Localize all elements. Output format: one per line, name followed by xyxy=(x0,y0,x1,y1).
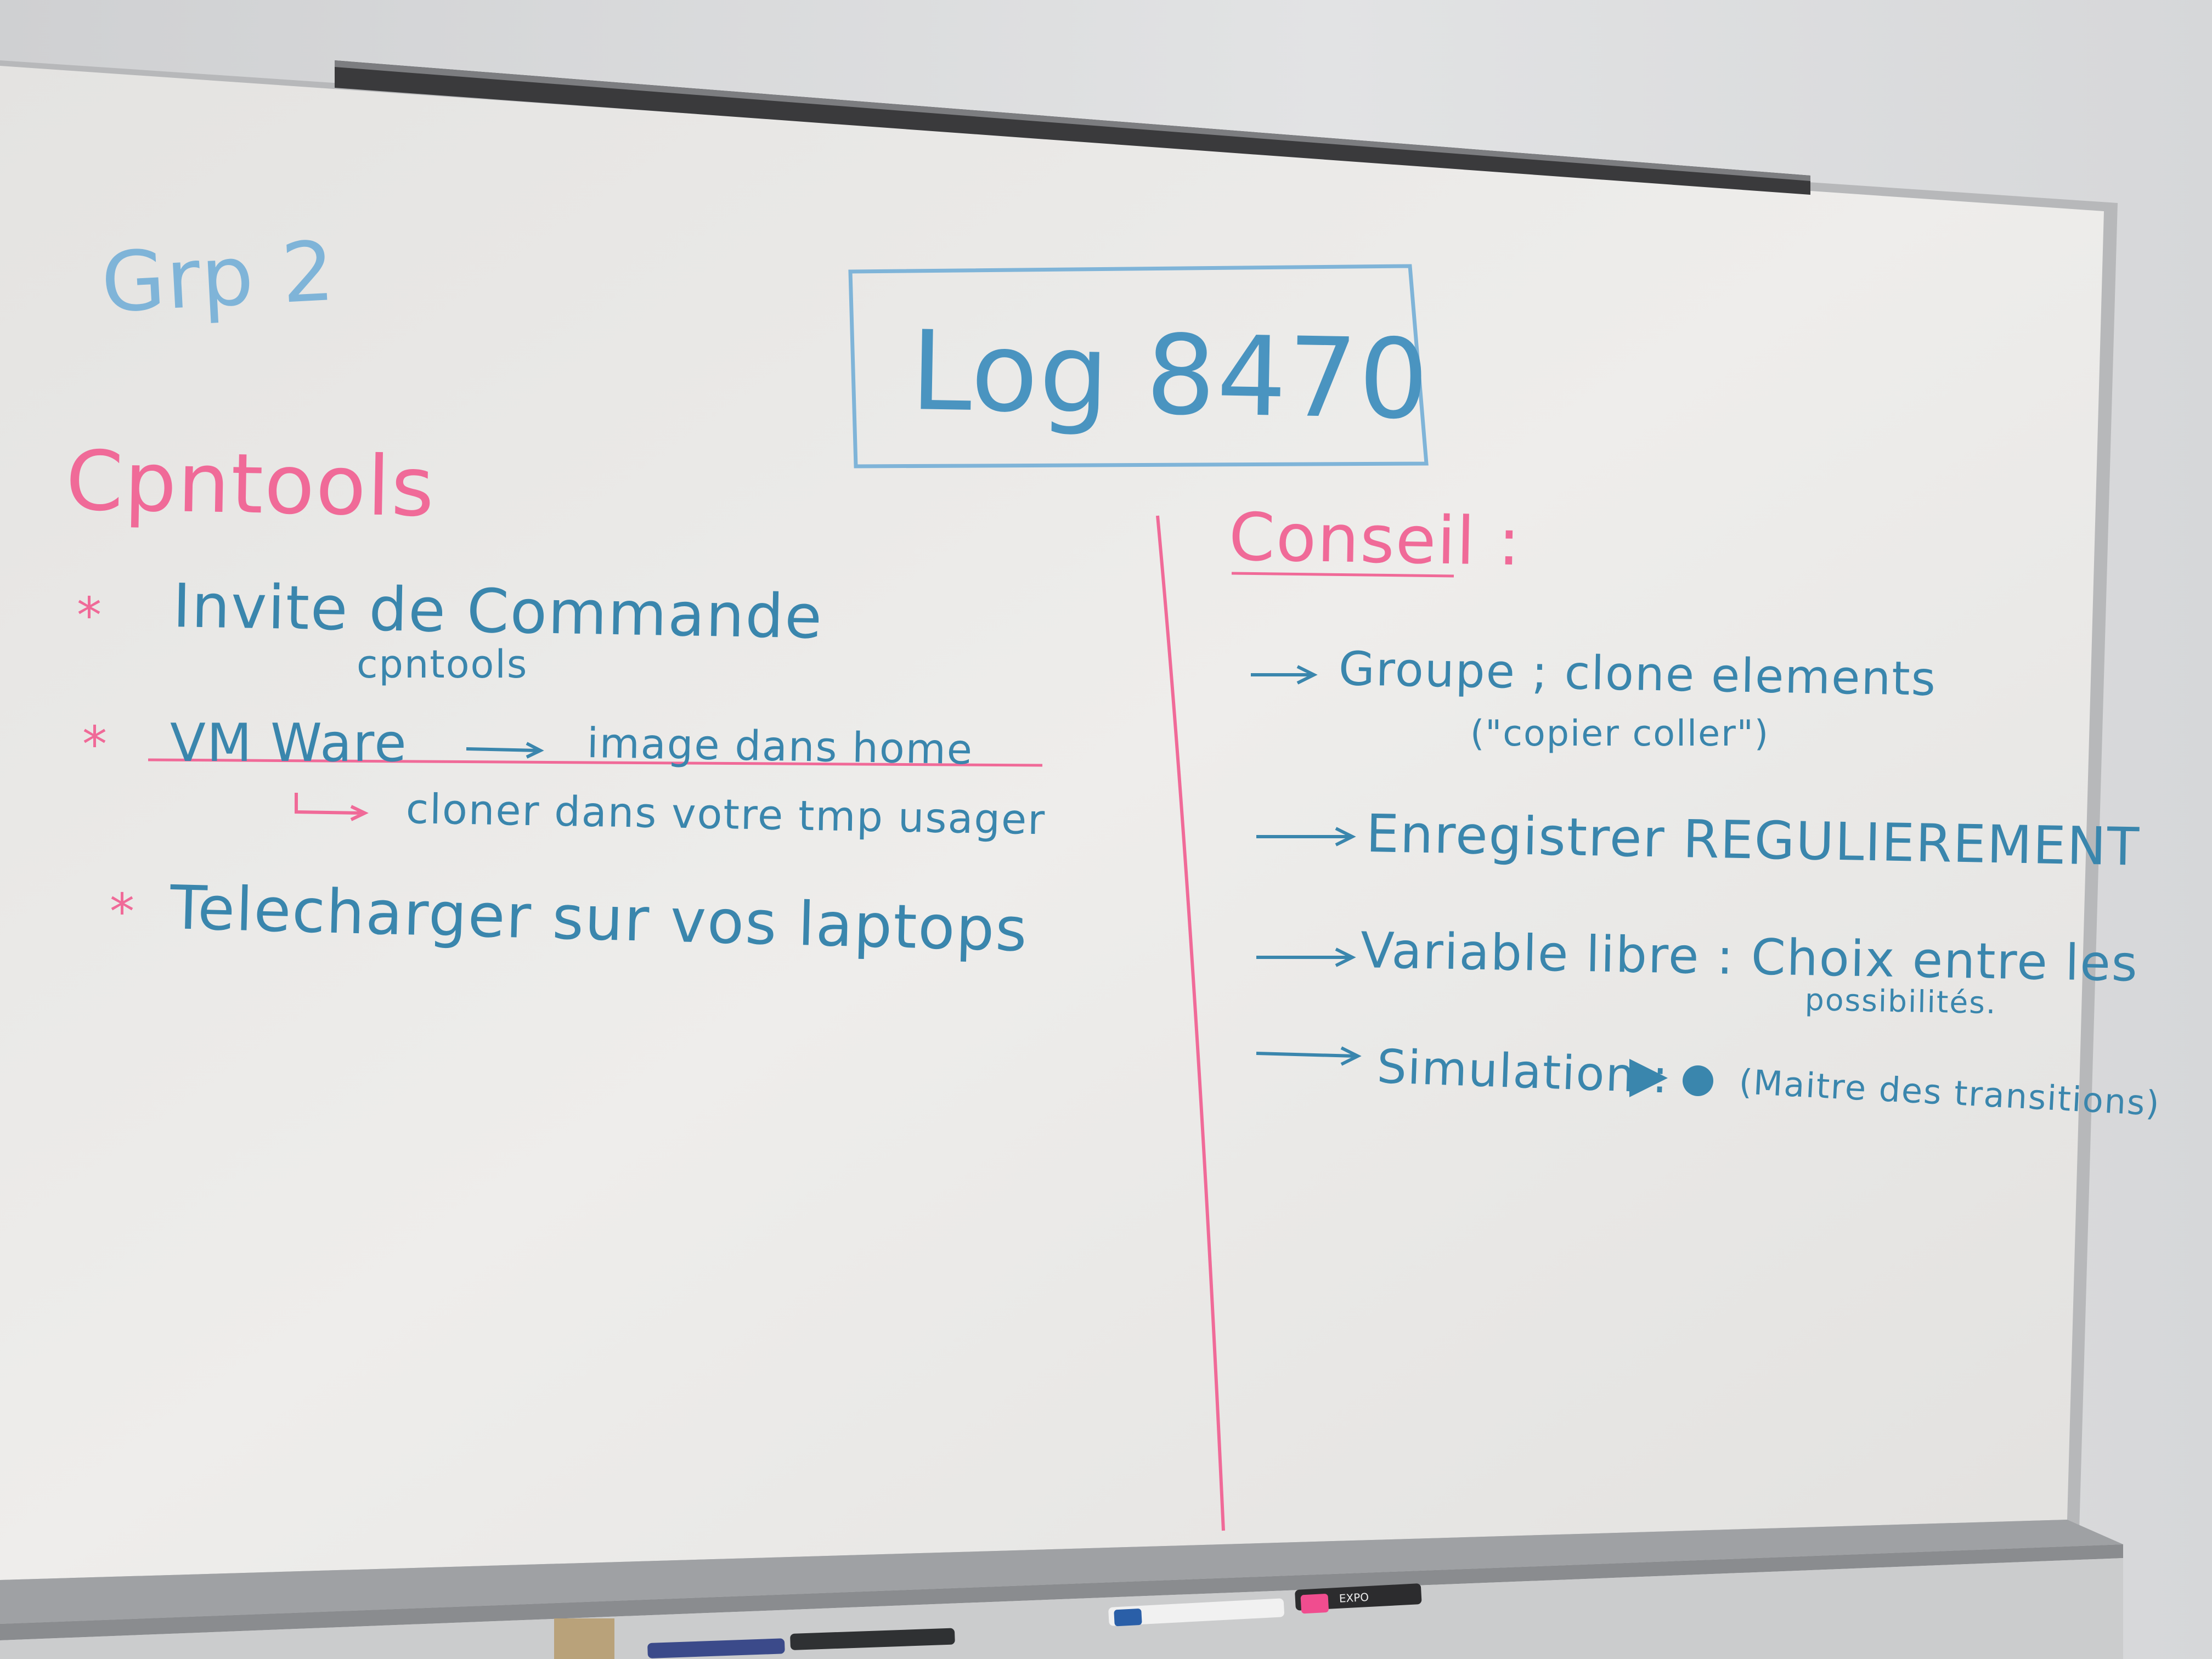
board-surface xyxy=(0,66,2104,1580)
left-heading: Cpntools xyxy=(65,433,436,535)
right-heading: Conseil : xyxy=(1228,499,1522,581)
left-item-2-arrow-text: image dans home xyxy=(586,719,974,774)
bullet-icon: * xyxy=(77,587,103,645)
right-item-1-line1: Groupe ; clone elements xyxy=(1338,642,1937,707)
right-item-1-line2: ("copier coller") xyxy=(1470,713,1770,754)
left-item-1-line2: cpntools xyxy=(357,642,528,687)
left-item-2-line1: VM Ware xyxy=(170,713,408,774)
group-label: Grp 2 xyxy=(99,223,338,331)
eraser xyxy=(554,1618,614,1659)
bullet-icon: * xyxy=(82,716,108,774)
right-item-4-line1: Simulation : xyxy=(1376,1040,1670,1104)
marker-tray xyxy=(0,1520,2123,1624)
left-item-1-line1: Invite de Commande xyxy=(172,571,824,652)
course-title: Log 8470 xyxy=(909,307,1431,444)
bullet-icon: * xyxy=(110,883,136,941)
right-item-3-line2: possibilités. xyxy=(1804,982,1997,1021)
